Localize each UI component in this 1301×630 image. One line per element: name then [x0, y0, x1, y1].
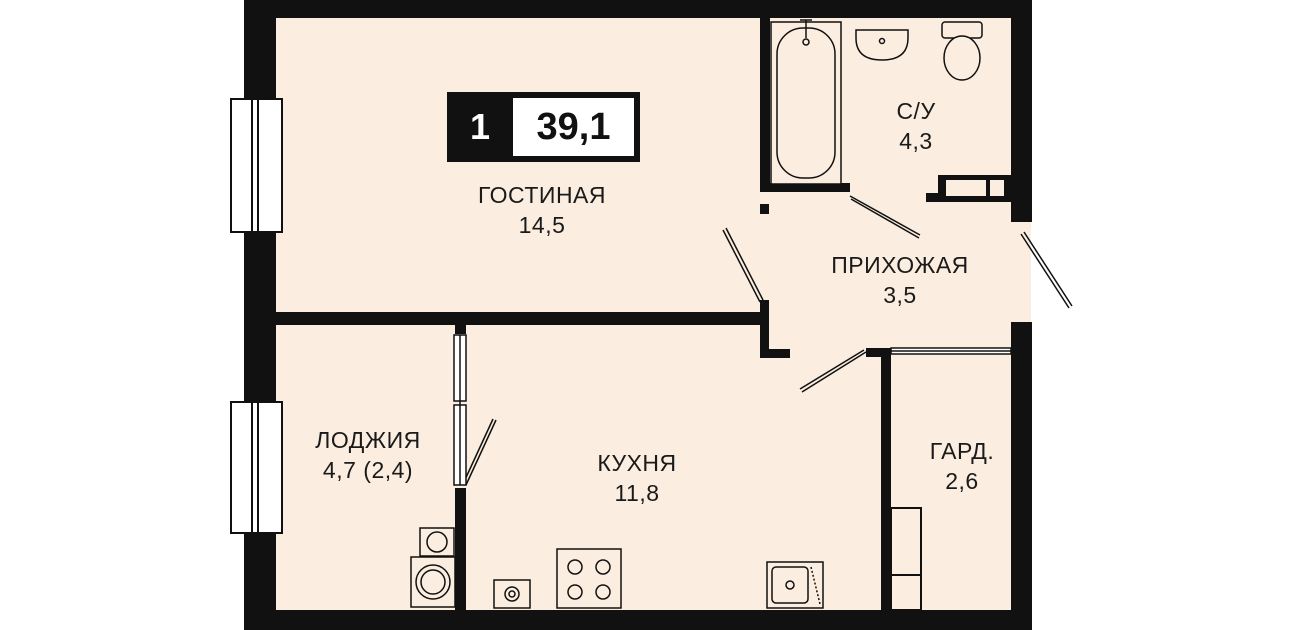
- room-count: 1: [469, 106, 491, 147]
- washing-machine: [410, 527, 456, 608]
- room-label-loggia: ЛОДЖИЯ 4,7 (2,4): [290, 425, 446, 485]
- room-name: ГОСТИНАЯ: [477, 182, 607, 208]
- room-name: С/У: [896, 98, 936, 124]
- stove: [556, 548, 622, 609]
- room-area: 2,6: [945, 468, 979, 494]
- room-name: ГАРД.: [929, 438, 995, 464]
- room-name: ПРИХОЖАЯ: [831, 252, 969, 278]
- window-loggia: [230, 401, 283, 534]
- room-area: 3,5: [883, 282, 917, 308]
- toilet: [941, 21, 983, 81]
- doors: [453, 195, 1073, 486]
- entrance-gap: [1011, 222, 1031, 322]
- bathroom-sink: [855, 29, 909, 61]
- total-area-badge: 1 39,1: [447, 92, 640, 162]
- room-area: 4,7 (2,4): [322, 457, 414, 483]
- room-area: 14,5: [518, 212, 566, 238]
- room-name: ЛОДЖИЯ: [315, 427, 421, 453]
- kitchen-sink: [766, 561, 824, 609]
- outer-walls: [244, 0, 1032, 630]
- fridge: [493, 579, 531, 609]
- room-area: 11,8: [614, 480, 660, 506]
- window-living: [230, 98, 283, 233]
- bathtub: [770, 19, 842, 185]
- room-label-wardrobe: ГАРД. 2,6: [912, 436, 1012, 496]
- total-area: 39,1: [513, 98, 634, 156]
- room-area: 4,3: [899, 128, 933, 154]
- room-label-bath: С/У 4,3: [866, 96, 966, 156]
- room-name: КУХНЯ: [597, 450, 677, 476]
- room-label-hall: ПРИХОЖАЯ 3,5: [810, 250, 990, 310]
- wardrobe-shelf: [890, 180, 1004, 611]
- room-label-living: ГОСТИНАЯ 14,5: [452, 180, 632, 240]
- room-label-kitchen: КУХНЯ 11,8: [577, 448, 697, 508]
